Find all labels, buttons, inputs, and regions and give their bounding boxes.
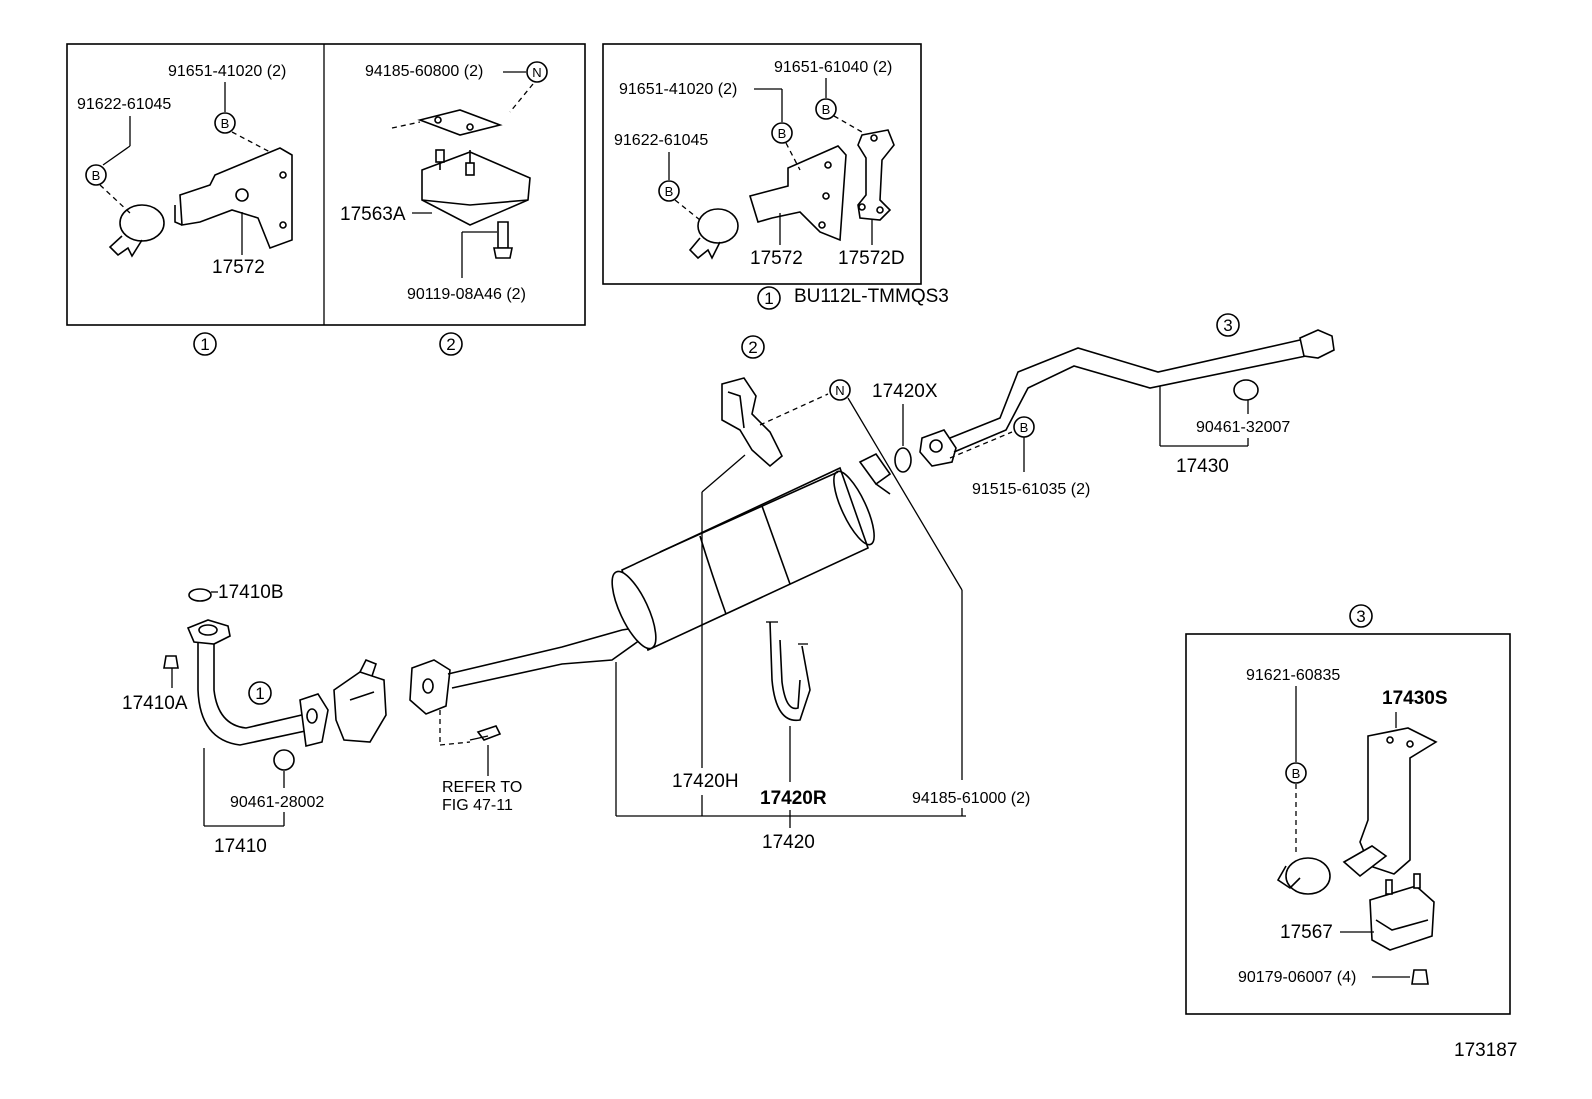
bolt-marker-b (815, 98, 837, 120)
u-bolt-clamp-drawing (766, 621, 811, 722)
inset1-label-91622-61045: 91622-61045 (77, 96, 171, 113)
inset3-label-17567: 17567 (1280, 922, 1333, 943)
bolt-marker-b (85, 164, 107, 186)
inset2-label-17563A: 17563A (340, 204, 406, 225)
inset1-label-17572: 17572 (212, 257, 265, 278)
svg-text:1: 1 (255, 684, 264, 703)
label-17430: 17430 (1176, 456, 1229, 477)
svg-text:B: B (665, 184, 674, 199)
inset1b-label-91622-61045: 91622-61045 (614, 132, 708, 149)
bolt-marker-b (1285, 762, 1307, 784)
inset1-clamp-drawing (108, 147, 293, 258)
svg-text:B: B (1020, 420, 1029, 435)
svg-text:B: B (221, 116, 230, 131)
gasket-drawing (894, 447, 912, 473)
svg-text:1: 1 (764, 289, 773, 308)
svg-text:3: 3 (1223, 316, 1232, 335)
inset-box-3 (1185, 633, 1511, 1015)
label-17420: 17420 (762, 832, 815, 853)
catalyst-drawing (333, 658, 387, 743)
nut-marker-n (829, 379, 851, 401)
inset1b-label-91651-41020: 91651-41020 (2) (619, 81, 737, 98)
inset1b-caption: BU112L-TMMQS3 (794, 286, 949, 307)
center-pipe-drawing (409, 625, 649, 746)
inset1b-bracket-drawing (688, 129, 895, 260)
hanger-bracket-drawing (721, 377, 783, 468)
inset2-label-90119: 90119-08A46 (2) (407, 286, 526, 303)
svg-text:B: B (778, 126, 787, 141)
circle-number-1 (248, 681, 272, 705)
inset3-label-90179-06007: 90179-06007 (4) (1238, 969, 1356, 986)
inset3-label-91621-60835: 91621-60835 (1246, 667, 1340, 684)
label-17420H: 17420H (672, 771, 739, 792)
inset1b-circle-number (757, 286, 781, 310)
inset1-label-91651-41020: 91651-41020 (2) (168, 63, 286, 80)
svg-text:2: 2 (446, 335, 455, 354)
inset3-circle-number (1349, 604, 1373, 628)
bolt-marker-b (214, 112, 236, 134)
bolt-marker-b (658, 180, 680, 202)
inset-box-1-2 (66, 43, 586, 326)
svg-text:B: B (1292, 766, 1301, 781)
inset2-mount-drawing (417, 109, 531, 259)
svg-text:3: 3 (1356, 607, 1365, 626)
inset1b-label-17572D: 17572D (838, 248, 905, 269)
svg-text:N: N (835, 383, 844, 398)
svg-text:B: B (92, 168, 101, 183)
svg-text:1: 1 (200, 335, 209, 354)
label-90461-28002: 90461-28002 (230, 794, 324, 811)
inset3-bracket-drawing (1276, 727, 1438, 985)
svg-text:B: B (822, 102, 831, 117)
circle-number-3 (1216, 313, 1240, 337)
label-17410: 17410 (214, 836, 267, 857)
inset2-label-94185-60800: 94185-60800 (2) (365, 63, 483, 80)
bolt-marker-b (771, 122, 793, 144)
figure-number: 173187 (1454, 1040, 1517, 1061)
refer-text-line2: FIG 47-11 (442, 797, 513, 814)
nut-marker-n (526, 61, 548, 83)
label-17410B: 17410B (218, 582, 284, 603)
inset1-circle-number (193, 332, 217, 356)
circle-number-2 (741, 335, 765, 359)
inset1b-label-91651-61040: 91651-61040 (2) (774, 59, 892, 76)
front-pipe-drawing (163, 588, 329, 771)
refer-text-line1: REFER TO (442, 779, 522, 796)
muffler-drawing (611, 452, 892, 652)
inset2-circle-number (439, 332, 463, 356)
inset1b-label-17572: 17572 (750, 248, 803, 269)
inset-box-1b (602, 43, 922, 285)
label-17420R: 17420R (760, 788, 827, 809)
label-17420X: 17420X (872, 381, 938, 402)
svg-text:N: N (532, 65, 541, 80)
label-94185-61000: 94185-61000 (2) (912, 790, 1030, 807)
tail-pipe-drawing (919, 329, 1335, 467)
label-91515-61035: 91515-61035 (2) (972, 481, 1090, 498)
label-90461-32007: 90461-32007 (1196, 419, 1290, 436)
inset3-label-17430S: 17430S (1382, 688, 1448, 709)
svg-text:2: 2 (748, 338, 757, 357)
label-17410A: 17410A (122, 693, 188, 714)
